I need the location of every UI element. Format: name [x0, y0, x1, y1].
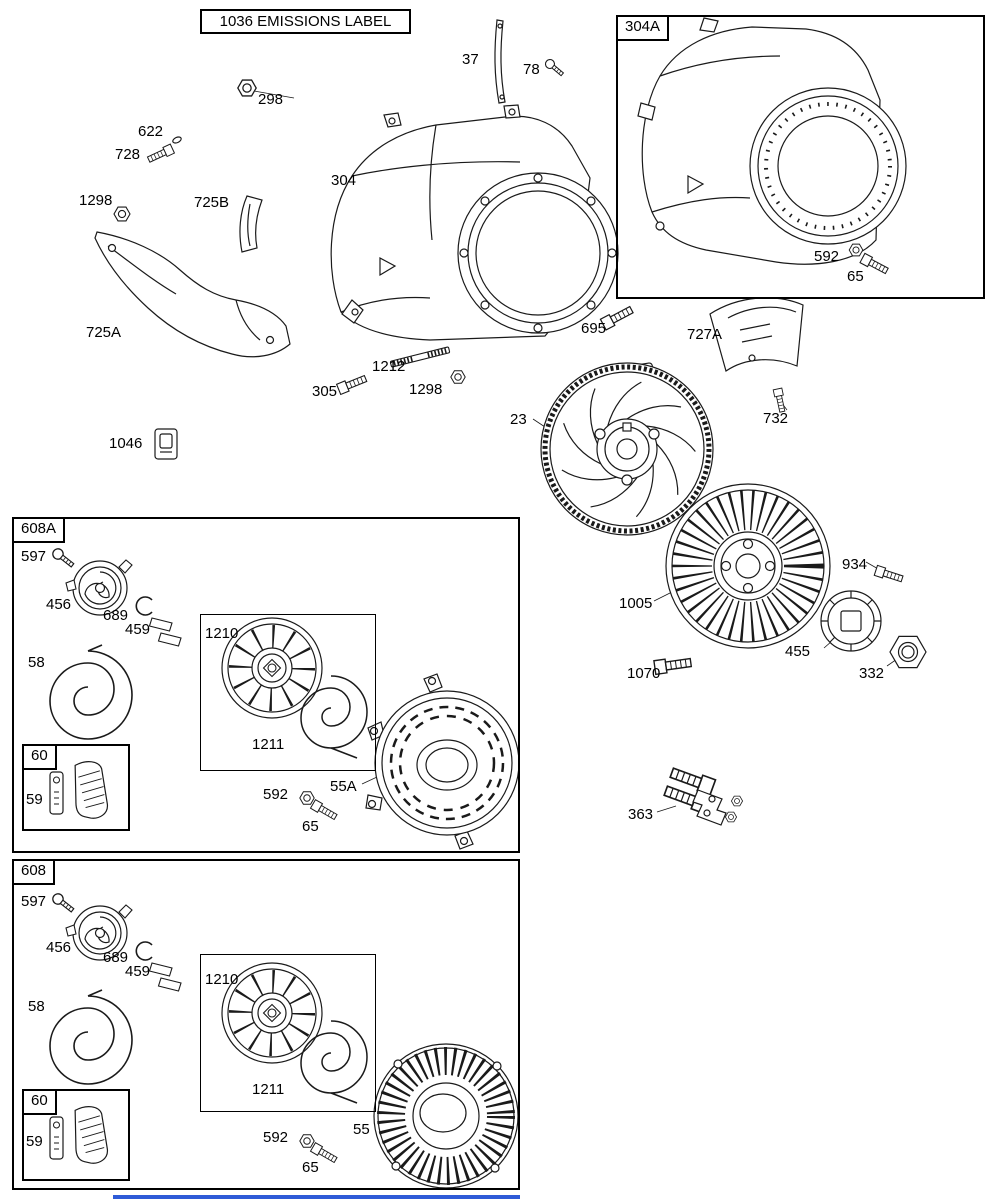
key-1046 — [154, 428, 178, 460]
rewind-group-608A — [49, 546, 520, 850]
part-callout-455: 455 — [785, 643, 811, 660]
fasteners — [113, 57, 905, 676]
part-callout-55: 55 — [353, 1121, 370, 1138]
part-callout-363: 363 — [628, 806, 654, 823]
part-callout-456: 456 — [46, 939, 72, 956]
part-callout-58: 58 — [28, 654, 45, 671]
part-callout-725A: 725A — [86, 324, 122, 341]
part-callout-23: 23 — [510, 411, 527, 428]
flywheel-23 — [540, 362, 714, 536]
group-box-60: 60 — [22, 1089, 130, 1181]
part-callout-622: 622 — [138, 123, 164, 140]
part-callout-1211: 1211 — [252, 1081, 285, 1098]
part-callout-1070: 1070 — [627, 665, 661, 682]
group-box-304A: 304A — [616, 15, 985, 299]
part-callout-459: 459 — [125, 621, 151, 638]
debris-guard-727A — [709, 297, 804, 372]
part-callout-304: 304 — [331, 172, 357, 189]
emissions-label-text: 1036 EMISSIONS LABEL — [219, 13, 392, 30]
fan-1005 — [665, 483, 831, 649]
part-callout-1210: 1210 — [205, 971, 239, 988]
part-callout-59: 59 — [26, 1133, 43, 1150]
blower-housing-cover-55A — [365, 673, 520, 850]
part-callout-459: 459 — [125, 963, 151, 980]
blower-housing-304A — [637, 17, 907, 265]
part-callout-1298: 1298 — [79, 192, 113, 209]
part-callout-65: 65 — [302, 1159, 319, 1176]
part-callout-58: 58 — [28, 998, 45, 1015]
part-callout-1005: 1005 — [619, 595, 653, 612]
part-callout-689: 689 — [103, 949, 129, 966]
nut-332 — [889, 635, 927, 669]
group-box-608: 608 — [12, 859, 520, 1190]
part-callout-592: 592 — [814, 248, 840, 265]
blower-housing-cover-55 — [373, 1043, 519, 1189]
part-callout-695: 695 — [581, 320, 607, 337]
bracket-363 — [662, 764, 743, 826]
inner-frame — [200, 954, 376, 1112]
part-callout-725B: 725B — [194, 194, 230, 211]
inner-frame — [200, 614, 376, 771]
group-box-608A: 608A — [12, 517, 520, 853]
bracket-725B — [239, 195, 263, 253]
blower-housing-304 — [330, 104, 619, 341]
part-callout-727A: 727A — [687, 326, 723, 343]
part-callout-65: 65 — [847, 268, 864, 285]
part-callout-305: 305 — [312, 383, 338, 400]
washer-622 — [172, 136, 182, 144]
part-callout-37: 37 — [462, 51, 479, 68]
rewind-group-608 — [49, 891, 519, 1189]
part-callout-934: 934 — [842, 556, 868, 573]
bottom-accent-bar — [113, 1195, 520, 1199]
part-callout-1298: 1298 — [409, 381, 443, 398]
part-callout-456: 456 — [46, 596, 72, 613]
part-callout-332: 332 — [859, 665, 885, 682]
group-box-label-60: 60 — [22, 1089, 57, 1115]
group-box-60: 60 — [22, 744, 130, 831]
part-callout-732: 732 — [763, 410, 789, 427]
part-callout-298: 298 — [258, 91, 284, 108]
emissions-label-box: 1036 EMISSIONS LABEL — [200, 9, 411, 34]
lower-shield-725A — [94, 231, 291, 358]
part-callout-1210: 1210 — [205, 625, 239, 642]
fan-guide-455 — [820, 590, 882, 652]
part-callout-592: 592 — [263, 786, 289, 803]
part-callout-78: 78 — [523, 61, 540, 78]
part-callout-728: 728 — [115, 146, 141, 163]
group-box-label-304A: 304A — [616, 15, 670, 41]
part-callout-65: 65 — [302, 818, 319, 835]
part-callout-1046: 1046 — [109, 435, 143, 452]
part-callout-597: 597 — [21, 548, 47, 565]
part-callout-59: 59 — [26, 791, 43, 808]
group-box-label-608: 608 — [12, 859, 56, 885]
part-callout-592: 592 — [263, 1129, 289, 1146]
stud-1212 — [389, 346, 451, 368]
part-callout-55A: 55A — [330, 778, 357, 795]
part-callout-689: 689 — [103, 607, 129, 624]
group-box-label-60: 60 — [22, 744, 57, 770]
part-callout-597: 597 — [21, 893, 47, 910]
part-callout-1212: 1212 — [372, 358, 406, 375]
part-callout-1211: 1211 — [252, 736, 285, 753]
bracket-37 — [494, 19, 506, 104]
group-box-label-608A: 608A — [12, 517, 66, 543]
